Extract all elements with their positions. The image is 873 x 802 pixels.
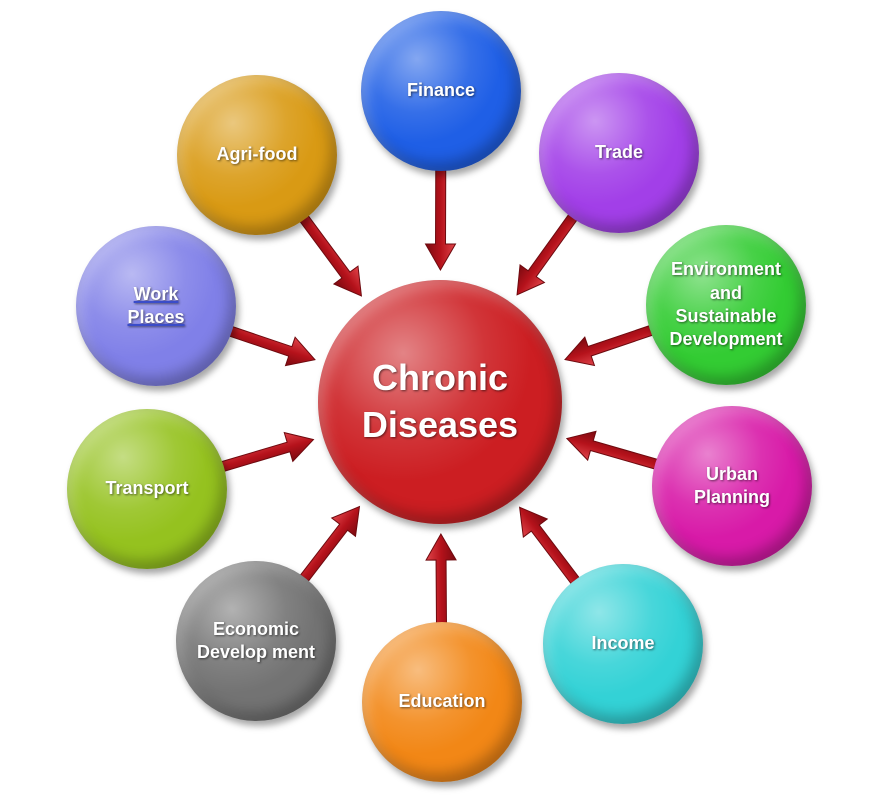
node-label: Environment (670, 259, 781, 280)
arrow-to-center-workplaces (223, 324, 316, 367)
node-label: Develop ment (196, 642, 316, 662)
node-work-places[interactable]: Work Places (76, 226, 236, 386)
arrow-to-center-urban (565, 430, 663, 471)
node-environment: Environment and Sustainable Development (646, 225, 806, 385)
node-label: Income (591, 633, 655, 654)
node-label: Planning (694, 487, 770, 507)
center-label-line-1: Chronic (371, 357, 508, 399)
node-label: Economic (212, 618, 300, 639)
node-label: Sustainable (675, 306, 777, 326)
arrow-to-center-transport (215, 431, 315, 474)
node-label: Trade (594, 142, 644, 163)
node-income: Income (543, 564, 703, 724)
node-label: Agri-food (216, 144, 298, 165)
node-finance: Finance (361, 11, 521, 171)
node-transport: Transport (67, 409, 227, 569)
node-label: and (709, 282, 742, 303)
node-label-link[interactable]: Work (133, 283, 179, 304)
arrow-to-center-education (425, 532, 457, 629)
node-economic-development: Economic Develop ment (176, 561, 336, 721)
arrow-to-center-finance (424, 164, 457, 272)
node-label: Development (669, 329, 783, 350)
node-trade: Trade (539, 73, 699, 233)
arrow-to-center-environment (564, 323, 659, 367)
node-label: Transport (105, 478, 189, 499)
arrow-to-center-economic (296, 505, 361, 587)
node-label: Finance (406, 80, 476, 101)
center-node-chronic-diseases: Chronic Diseases (318, 280, 562, 524)
center-label-line-2: Diseases (361, 404, 519, 445)
arrow-to-center-income (519, 506, 584, 589)
node-label-link[interactable]: Places (127, 307, 185, 327)
arrow-to-center-trade (516, 209, 581, 296)
node-label: Urban (705, 463, 758, 484)
node-agri-food: Agri-food (177, 75, 337, 235)
node-label: Education (398, 691, 486, 712)
node-education: Education (362, 622, 522, 782)
arrow-to-center-agrifood (296, 210, 363, 297)
node-urban-planning: Urban Planning (652, 406, 812, 566)
